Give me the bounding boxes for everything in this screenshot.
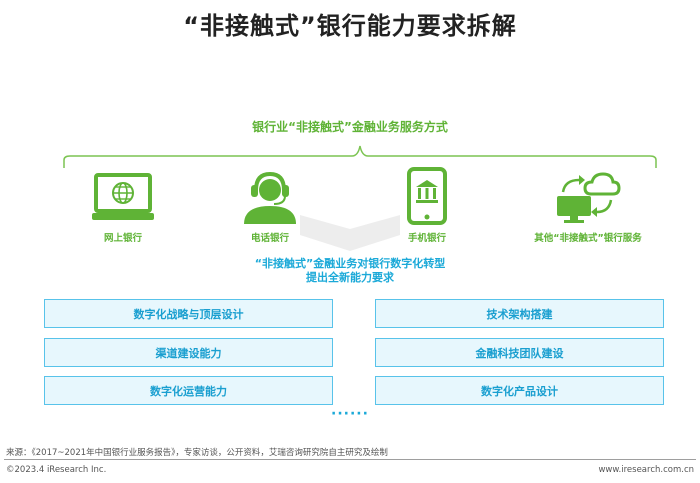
copyright: ©2023.4 iResearch Inc.	[6, 465, 107, 475]
capability-box-strategy: 数字化战略与顶层设计	[44, 299, 333, 328]
more-dots: ······	[331, 406, 369, 422]
source-note: 来源：《2017~2021年中国银行业服务报告》，专家访谈，公开资料，艾瑞咨询研…	[6, 448, 388, 458]
channel-label-other-services: 其他“非接触式”银行服务	[534, 233, 642, 244]
center-statement: “非接触式”金融业务对银行数字化转型 提出全新能力要求	[0, 257, 700, 285]
center-statement-line-2: 提出全新能力要求	[306, 271, 394, 284]
channel-label-online-banking: 网上银行	[103, 233, 142, 244]
section-subtitle: 银行业“非接触式”金融业务服务方式	[252, 120, 448, 134]
channel-label-mobile-banking: 手机银行	[407, 233, 446, 244]
capability-box-fintech-team: 金融科技团队建设	[375, 338, 664, 367]
channel-label-phone-banking: 电话银行	[250, 233, 289, 244]
laptop-globe-icon	[92, 173, 154, 220]
mobile-bank-icon	[407, 167, 447, 225]
capability-box-architecture: 技术架构搭建	[375, 299, 664, 328]
page-title: “非接触式”银行能力要求拆解	[183, 12, 517, 40]
center-statement-line-1: “非接触式”金融业务对银行数字化转型	[254, 257, 446, 270]
capability-box-operation: 数字化运营能力	[44, 376, 333, 405]
website-link[interactable]: www.iresearch.com.cn	[598, 465, 694, 475]
capability-box-product-design: 数字化产品设计	[375, 376, 664, 405]
brace-bracket	[63, 145, 657, 168]
headset-agent-icon	[244, 171, 296, 224]
capability-box-channel: 渠道建设能力	[44, 338, 333, 367]
cloud-computer-icon	[557, 172, 621, 223]
footer-divider	[4, 459, 696, 460]
chevron-arrow-background	[300, 215, 400, 251]
